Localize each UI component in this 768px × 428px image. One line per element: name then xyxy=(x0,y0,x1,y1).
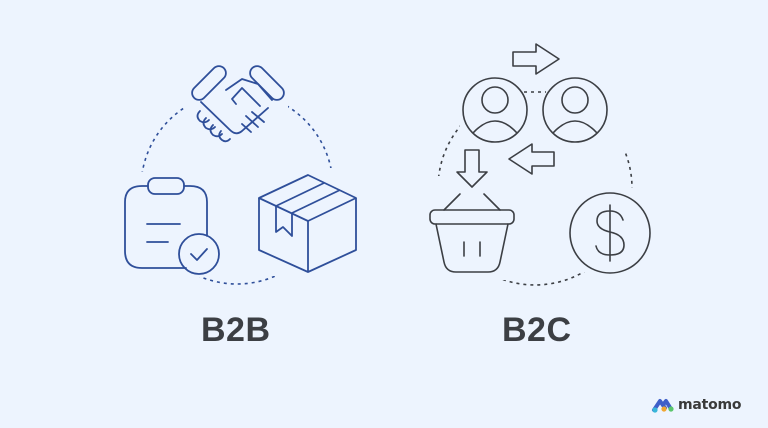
b2b-graphic xyxy=(124,65,357,285)
clipboard-check-icon xyxy=(124,177,220,275)
shopping-basket-icon xyxy=(429,193,515,273)
arrow-left-icon xyxy=(508,143,555,175)
matomo-wordmark: matomo xyxy=(678,397,742,413)
b2b-diagram: B2B xyxy=(124,65,357,349)
arrow-down-icon xyxy=(456,149,488,188)
b2c-diagram: B2C xyxy=(384,0,768,428)
b2c-graphic xyxy=(428,43,654,286)
package-box-icon xyxy=(258,174,357,273)
user-circle-icon xyxy=(462,77,528,143)
user-circle-icon xyxy=(542,77,608,143)
handshake-icon xyxy=(191,65,285,143)
b2b-label: B2B xyxy=(201,311,271,349)
dollar-coin-icon xyxy=(569,192,651,274)
matomo-logo-icon xyxy=(652,399,674,413)
arrow-right-icon xyxy=(512,43,560,75)
matomo-logo: matomo xyxy=(652,394,742,416)
b2c-label: B2C xyxy=(502,311,572,349)
